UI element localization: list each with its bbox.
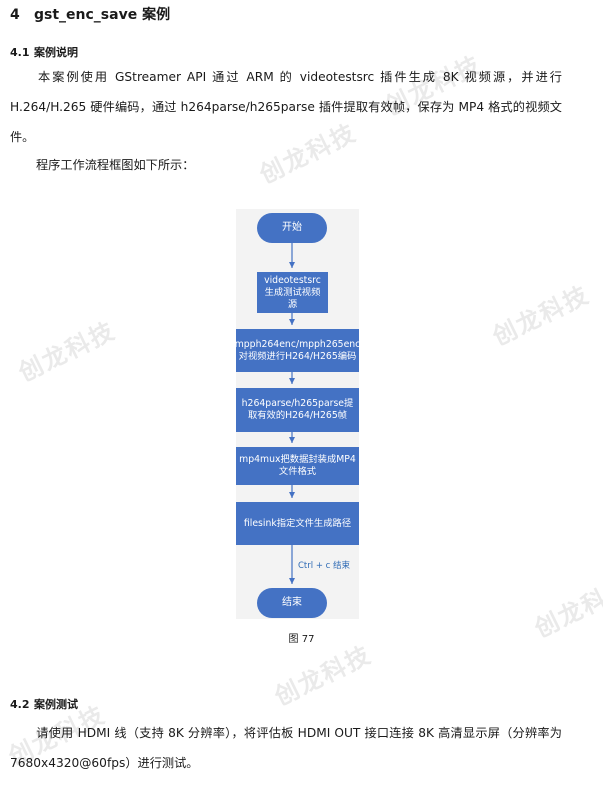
subsection-heading-2: 4.2 案例测试: [10, 696, 78, 712]
flow-step-5: filesink指定文件生成路径: [236, 502, 359, 545]
flow-intro-text: 程序工作流程框图如下所示：: [36, 158, 195, 172]
flow-step-5-label: filesink指定文件生成路径: [243, 517, 352, 529]
section-number: 4: [10, 7, 20, 23]
section-heading: 4 gst_enc_save 案例: [10, 4, 170, 24]
subsection-title: 案例测试: [34, 698, 78, 711]
intro-paragraph-text: 本案例使用 GStreamer API 通过 ARM 的 videotestsr…: [10, 70, 562, 144]
intro-paragraph: 本案例使用 GStreamer API 通过 ARM 的 videotestsr…: [10, 62, 562, 152]
flow-start-label: 开始: [282, 222, 302, 233]
flow-end-node: 结束: [257, 588, 327, 618]
flow-step-1-label: videotestsrc生成测试视频源: [264, 274, 321, 310]
flow-step-4: mp4mux把数据封装成MP4文件格式: [236, 447, 359, 485]
subsection-title: 案例说明: [34, 46, 78, 59]
flow-step-4-label: mp4mux把数据封装成MP4文件格式: [239, 454, 356, 477]
subsection-number: 4.1: [10, 46, 30, 59]
flow-start-node: 开始: [257, 213, 327, 243]
figure-caption: 图 77: [288, 634, 315, 645]
subsection-heading-1: 4.1 案例说明: [10, 44, 78, 60]
flow-step-1: videotestsrc生成测试视频源: [257, 272, 328, 313]
flow-step-2: mpph264enc/mpph265enc对视频进行H264/H265编码: [234, 329, 361, 372]
flow-end-label: 结束: [282, 597, 302, 608]
flow-step-3: h264parse/h265parse提取有效的H264/H265帧: [236, 388, 359, 432]
flow-intro-paragraph: 程序工作流程框图如下所示：: [10, 150, 562, 180]
subsection-number: 4.2: [10, 698, 30, 711]
test-paragraph: 请使用 HDMI 线（支持 8K 分辨率），将评估板 HDMI OUT 接口连接…: [10, 718, 562, 778]
flow-edge-label: Ctrl + c 结束: [298, 561, 351, 571]
section-title: gst_enc_save 案例: [34, 7, 171, 23]
test-paragraph-text: 请使用 HDMI 线（支持 8K 分辨率），将评估板 HDMI OUT 接口连接…: [10, 726, 562, 770]
flow-step-3-label: h264parse/h265parse提取有效的H264/H265帧: [241, 398, 354, 421]
flow-step-2-label: mpph264enc/mpph265enc对视频进行H264/H265编码: [234, 338, 361, 362]
